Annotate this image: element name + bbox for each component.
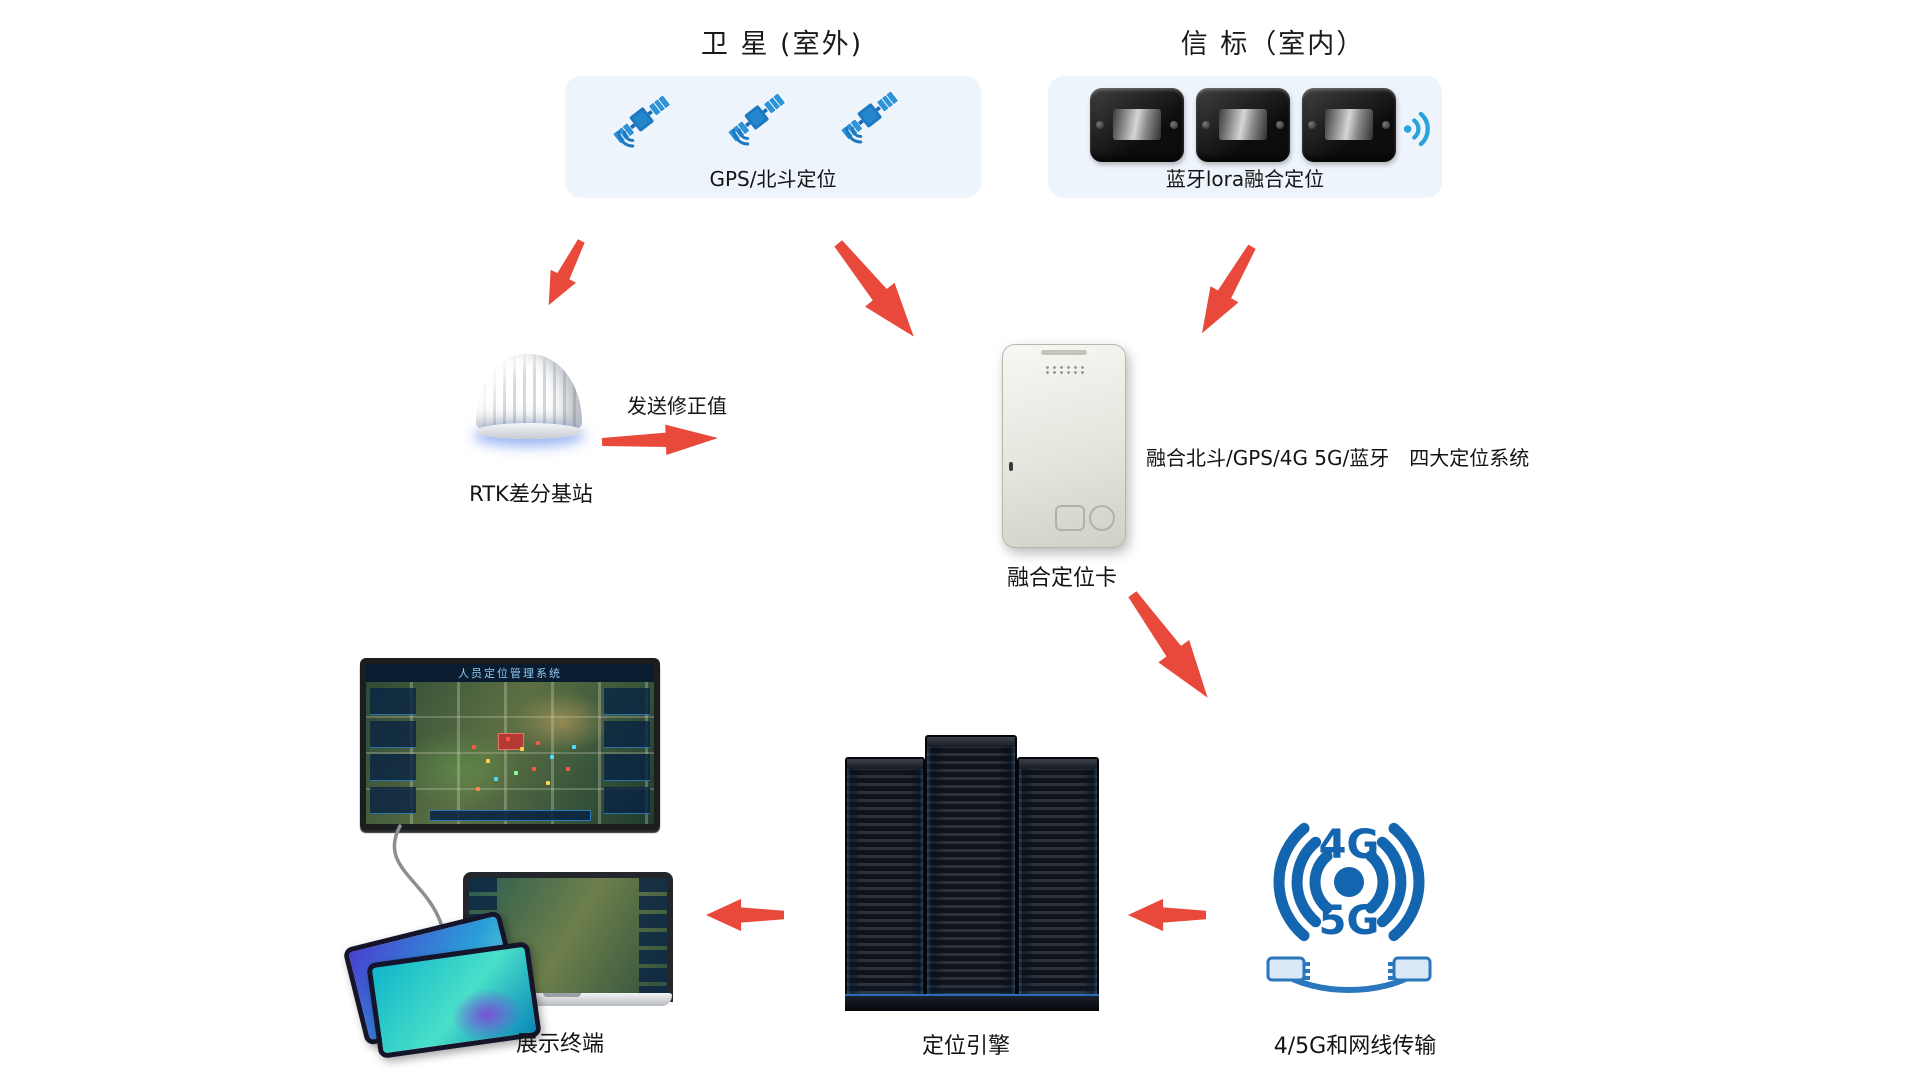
monitor-bottom-bar [429,810,591,821]
rtk-dome [476,354,582,430]
wireless-signal-icon [1403,111,1430,147]
beacon-screw [1382,121,1390,130]
card-button-circle [1089,505,1115,531]
beacon-window [1112,108,1162,140]
fusion-card-icon [1002,344,1126,548]
beacon-icon [1090,88,1184,162]
map-landmark [498,733,525,751]
network-label: 4/5G和网线传输 [1273,1034,1437,1059]
beacon-icon [1302,88,1396,162]
network-4g-text: 4G [1319,822,1380,868]
server-rack [1017,757,1099,1011]
server-rack [925,735,1017,1011]
fusion-card-description: 融合北斗/GPS/4G 5G/蓝牙 四大定位系统 [1146,446,1530,470]
beacon-screw [1202,121,1210,130]
beacon-section-title: 信 标（室内） [1180,29,1366,60]
card-notch [1041,350,1087,355]
monitor-screen-title: 人员定位管理系统 [366,664,654,682]
beacon-screw [1308,121,1316,130]
server-racks-icon [845,735,1099,1011]
map-dots [506,737,510,741]
satellite-icon [720,82,794,156]
display-label: 展示终端 [515,1032,604,1057]
arrow-satellite-to-card [834,240,914,337]
satellite-caption: GPS/北斗定位 [709,167,837,191]
server-rack [845,757,925,1011]
beacon-window [1324,108,1374,140]
monitor-icon: 人员定位管理系统 [360,658,660,830]
beacon-panel: 蓝牙lora融合定位 [1048,76,1442,198]
card-speaker-holes [1044,365,1084,375]
arrow-rtk-correction [601,424,718,455]
satellite-icon [605,84,679,158]
rtk-label: RTK差分基站 [469,482,593,506]
arrow-beacon-to-card [1202,244,1256,334]
arrow-engine-to-display [706,898,784,932]
beacon-icon [1196,88,1290,162]
network-center-dot [1334,867,1364,897]
card-button-square [1055,505,1085,531]
beacon-screw [1096,121,1104,130]
monitor-right-panels [604,688,650,816]
engine-label: 定位引擎 [921,1034,1010,1059]
satellite-icon [833,80,907,154]
beacon-caption: 蓝牙lora融合定位 [1165,167,1325,191]
correction-label: 发送修正值 [627,394,727,418]
arrow-card-to-network [1128,591,1208,698]
rtk-base-station-icon [476,354,582,439]
cable-plug-left [1266,956,1310,982]
beacon-screw [1170,121,1178,130]
beacon-window [1218,108,1268,140]
satellite-panel: GPS/北斗定位 [565,76,981,198]
cable-plug-right [1388,956,1432,982]
satellite-section-title: 卫 星 (室外) [700,29,864,60]
arrow-network-to-engine [1128,898,1206,932]
rtk-dome-base [476,423,582,439]
card-led [1009,462,1013,472]
fusion-card-label: 融合定位卡 [1006,566,1117,591]
network-5g-text: 5G [1319,898,1380,944]
beacon-screw [1276,121,1284,130]
arrow-satellite-to-rtk [548,239,585,306]
laptop-notch [543,993,581,997]
monitor-left-panels [370,688,416,816]
network-4g5g-icon: 4G 5G [1266,822,1432,993]
